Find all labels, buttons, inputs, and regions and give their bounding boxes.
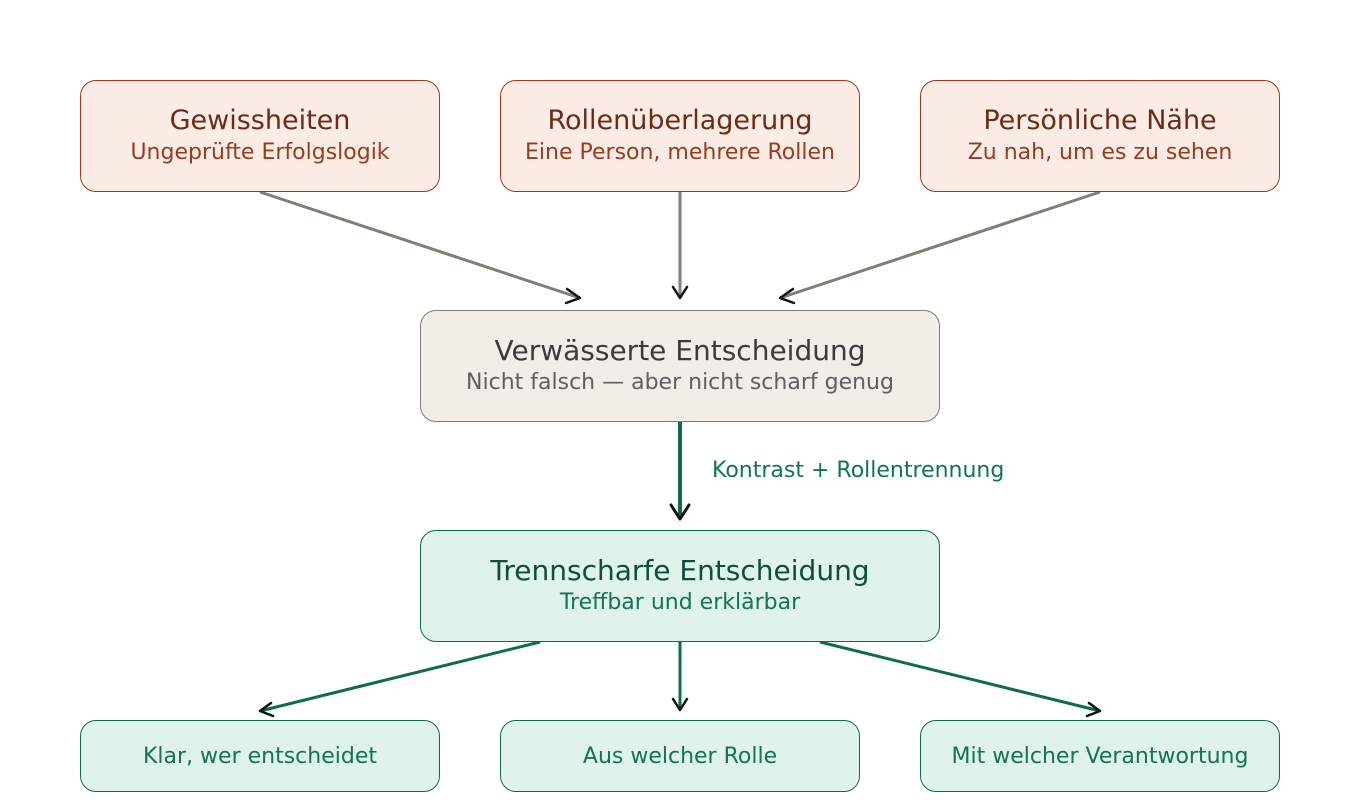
outcome-node-who-decides: Klar, wer entscheidet <box>80 720 440 792</box>
arrow-cause-1-to-middle <box>259 190 581 300</box>
cause-title: Gewissheiten <box>169 105 351 136</box>
cause-subtitle: Ungeprüfte Erfolgslogik <box>130 140 390 165</box>
arrow-cause-3-to-middle <box>779 190 1101 300</box>
cause-node-gewissheiten: Gewissheiten Ungeprüfte Erfolgslogik <box>80 80 440 192</box>
outcome-label: Aus welcher Rolle <box>582 743 778 769</box>
arrowhead-outcome-2 <box>671 697 689 712</box>
arrowhead-middle-to-result <box>669 503 691 521</box>
outcome-label: Klar, wer entscheidet <box>143 743 377 769</box>
diluted-decision-subtitle: Nicht falsch — aber nicht scharf genug <box>466 370 894 395</box>
cause-connectors <box>259 190 1101 305</box>
cause-subtitle: Zu nah, um es zu sehen <box>967 140 1233 165</box>
arrowhead-outcome-3 <box>1085 701 1102 718</box>
transition-connector <box>669 422 691 521</box>
cause-title: Rollenüberlagerung <box>547 105 813 136</box>
outcome-node-which-responsibility: Mit welcher Verantwortung <box>920 720 1280 792</box>
cause-subtitle: Eine Person, mehrere Rollen <box>525 140 835 165</box>
transition-label: Kontrast + Rollentrennung <box>712 458 1005 483</box>
sharp-decision-title: Trennscharfe Entscheidung <box>490 554 870 587</box>
outcome-label: Mit welcher Verantwortung <box>951 743 1249 769</box>
diluted-decision-node: Verwässerte Entscheidung Nicht falsch — … <box>420 310 940 422</box>
arrow-result-to-outcome-1 <box>259 640 541 713</box>
arrowhead-cause-2 <box>671 285 689 300</box>
cause-title: Persönliche Nähe <box>983 105 1217 136</box>
outcome-connectors <box>258 640 1102 718</box>
arrowhead-cause-1 <box>564 287 582 305</box>
sharp-decision-subtitle: Treffbar und erklärbar <box>559 590 801 615</box>
arrowhead-outcome-1 <box>258 701 275 718</box>
sharp-decision-node: Trennscharfe Entscheidung Treffbar und e… <box>420 530 940 642</box>
cause-node-rollenueberlagerung: Rollenüberlagerung Eine Person, mehrere … <box>500 80 860 192</box>
arrowhead-cause-3 <box>778 287 796 305</box>
cause-node-persoenliche-naehe: Persönliche Nähe Zu nah, um es zu sehen <box>920 80 1280 192</box>
diluted-decision-title: Verwässerte Entscheidung <box>494 334 866 367</box>
outcome-node-which-role: Aus welcher Rolle <box>500 720 860 792</box>
arrow-result-to-outcome-3 <box>819 640 1101 713</box>
